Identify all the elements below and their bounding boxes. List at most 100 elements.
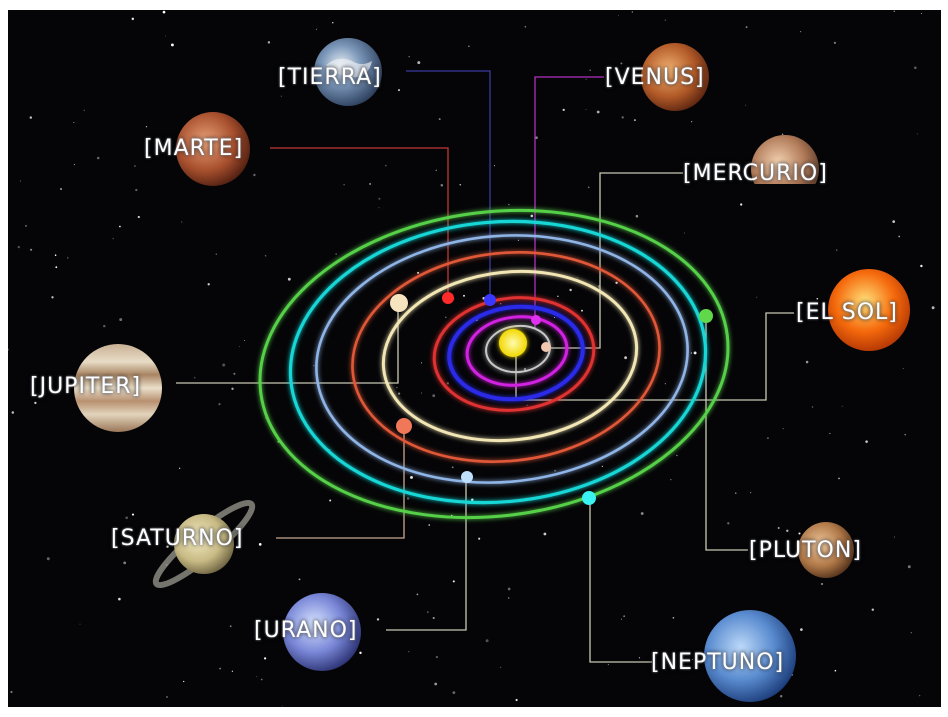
star [777,527,780,529]
star [193,377,196,379]
star [67,257,69,259]
star [432,394,436,398]
star [428,524,430,526]
star [781,133,784,136]
star [131,513,135,516]
star [164,35,166,37]
star [135,188,138,192]
neptune-planet [704,610,796,702]
star [237,535,239,537]
star [408,651,410,653]
star [800,628,803,631]
star [581,309,583,312]
star [587,186,590,189]
label-mercurio: [MERCURIO] [683,161,828,186]
marker-earth [484,294,496,306]
star [478,537,481,540]
starfield [8,10,935,707]
star [253,173,256,177]
orbit-saturn [351,251,661,463]
star [51,296,54,299]
orbit-markers [390,292,713,505]
star [589,69,592,72]
star [329,499,332,502]
star [384,164,387,167]
star [829,432,831,435]
star [118,597,121,601]
star [231,387,234,390]
star [222,363,226,367]
star [918,694,921,697]
leader-line-jupiter [176,306,399,384]
marker-mars [442,292,454,304]
star [620,618,623,620]
star [601,465,603,468]
star [902,368,904,370]
star [452,691,456,695]
star [554,317,555,318]
leader-line-mercurio [551,172,683,349]
star [740,203,743,206]
star [112,238,114,240]
marker-neptune [582,491,596,505]
pluto-planet [798,522,854,578]
star [782,428,784,430]
star [821,583,823,585]
star [343,184,345,186]
star [633,119,636,122]
star [500,303,502,305]
star [123,561,127,565]
star [916,133,918,135]
star [10,690,13,694]
marker-sun [499,329,527,357]
label-jupiter: [JUPITER] [30,374,142,399]
star [620,62,623,65]
star [507,587,511,591]
label-marte: [MARTE] [144,136,244,161]
star [838,477,840,480]
star [664,19,666,21]
marker-pluto [699,309,713,323]
star [841,405,843,407]
star [134,165,136,167]
label-venus: [VENUS] [605,65,705,90]
planets [74,38,910,702]
star [440,183,444,187]
star [359,651,362,655]
solar-system-diagram [8,10,935,707]
star [233,372,236,375]
star [258,543,262,546]
star [435,655,439,659]
star [515,698,518,702]
star [369,183,371,185]
venus-planet [641,43,709,111]
star [29,116,32,119]
star [526,404,528,406]
star [264,255,267,257]
star [816,297,819,300]
star [811,406,814,408]
star [508,597,510,599]
star [452,580,455,583]
leader-line-urano [386,478,467,631]
star [55,266,58,269]
star [898,235,901,238]
star [779,694,783,698]
star [745,26,748,29]
star [83,109,85,111]
star [315,28,317,30]
star [73,122,75,123]
star [444,316,447,319]
star [145,126,148,128]
marker-uranus [461,471,473,483]
star [693,351,697,355]
orbit-pluto [258,208,730,520]
marker-saturn [396,418,412,434]
star [421,362,422,364]
leader-line-neptuno [589,498,652,663]
star [313,365,315,367]
star [60,188,62,190]
orbit-uranus [315,234,689,484]
star [24,224,28,227]
star [410,475,413,479]
